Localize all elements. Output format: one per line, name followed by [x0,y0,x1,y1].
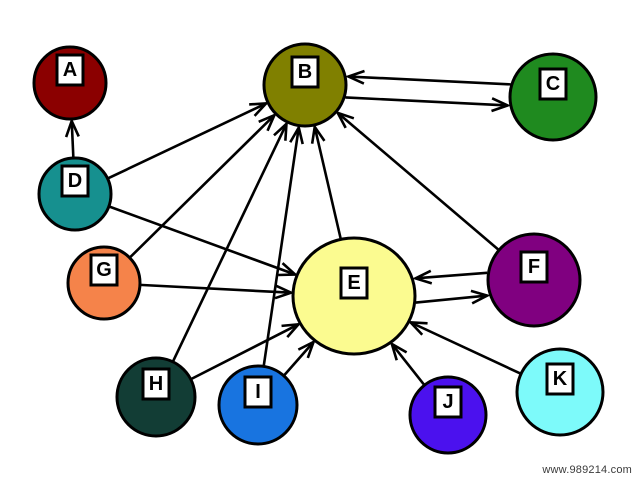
edge-line [262,127,301,367]
node-label-box [55,53,85,87]
edge-line [108,205,296,276]
node-label-text: F [528,256,540,278]
graph-edge [171,120,288,363]
arrow-head-icon [64,117,80,138]
graph-edge [412,269,488,285]
edge-line [348,75,511,86]
node-layer: A B C D E F G H I J K [32,42,605,455]
arrow-head-icon [389,341,408,361]
graph-node-j[interactable]: J [408,375,488,455]
graph-edge [262,124,304,367]
graph-node-h[interactable]: H [115,356,197,438]
node-label-box [538,67,568,101]
arrow-head-icon [274,284,295,300]
node-label-text: D [68,170,82,192]
edge-layer [64,69,522,386]
edge-line [410,321,522,376]
graph-node-e[interactable]: E [291,236,417,356]
arrow-head-icon [491,97,512,113]
graph-edge [128,112,277,259]
arrow-head-icon [310,123,326,144]
graph-edge [310,123,343,240]
arrow-head-icon [273,120,288,141]
node-label-text: G [96,259,112,281]
node-label-text: K [553,368,568,390]
arrow-head-icon [344,69,365,85]
node-label-text: B [298,61,312,83]
edge-line [415,294,488,304]
graph-edge [108,205,299,277]
edge-line [345,96,508,107]
edge-line [70,120,75,159]
graph-edge [335,110,500,252]
node-label-text: J [442,391,453,413]
node-label-text: I [255,381,261,403]
arrow-head-icon [281,322,302,338]
edge-line [190,323,300,381]
node-label-text: H [149,373,163,395]
node-label-box [243,375,273,409]
graph-node-c[interactable]: C [508,52,598,142]
arrow-head-icon [278,262,299,277]
watermark-text: www.989214.com [542,464,632,476]
arrow-head-icon [470,289,491,305]
graph-edge [139,283,295,300]
node-label-text: A [63,59,77,81]
graph-node-f[interactable]: F [486,232,582,328]
graph-node-d[interactable]: D [37,156,113,232]
graph-node-g[interactable]: G [66,245,142,321]
node-label-box [60,164,90,198]
node-label-box [519,250,549,284]
edge-line [415,271,488,280]
node-label-box [545,362,575,396]
node-label-box [290,55,320,89]
arrow-head-icon [289,124,304,145]
graph-edge [64,117,80,159]
edge-line [106,102,267,180]
graph-edge [407,320,522,376]
graph-edge [389,341,426,386]
graph-edge [415,289,491,305]
arrow-head-icon [335,110,355,129]
edge-line [282,341,315,377]
edge-line [128,114,276,259]
node-label-box [141,367,171,401]
edge-line [390,343,426,386]
graph-edge [344,69,511,86]
graph-edge [345,96,512,113]
edge-line [313,126,343,240]
node-label-box [89,253,119,287]
arrow-head-icon [258,112,277,132]
graph-node-a[interactable]: A [32,45,108,121]
graph-edge [282,339,316,377]
arrow-head-icon [297,339,316,359]
edge-line [139,283,292,295]
graph-node-k[interactable]: K [515,347,605,437]
graph-edge [190,322,302,381]
graph-node-i[interactable]: I [217,364,299,446]
graph-edge [106,101,270,180]
node-label-box [339,266,369,300]
edge-line [171,123,288,363]
arrow-head-icon [412,269,433,285]
node-label-box [433,385,463,419]
node-label-text: C [546,73,560,95]
arrow-head-icon [407,320,428,336]
arrow-head-icon [249,101,270,117]
edge-line [336,111,500,252]
graph-node-b[interactable]: B [262,42,348,128]
node-label-text: E [347,272,360,294]
